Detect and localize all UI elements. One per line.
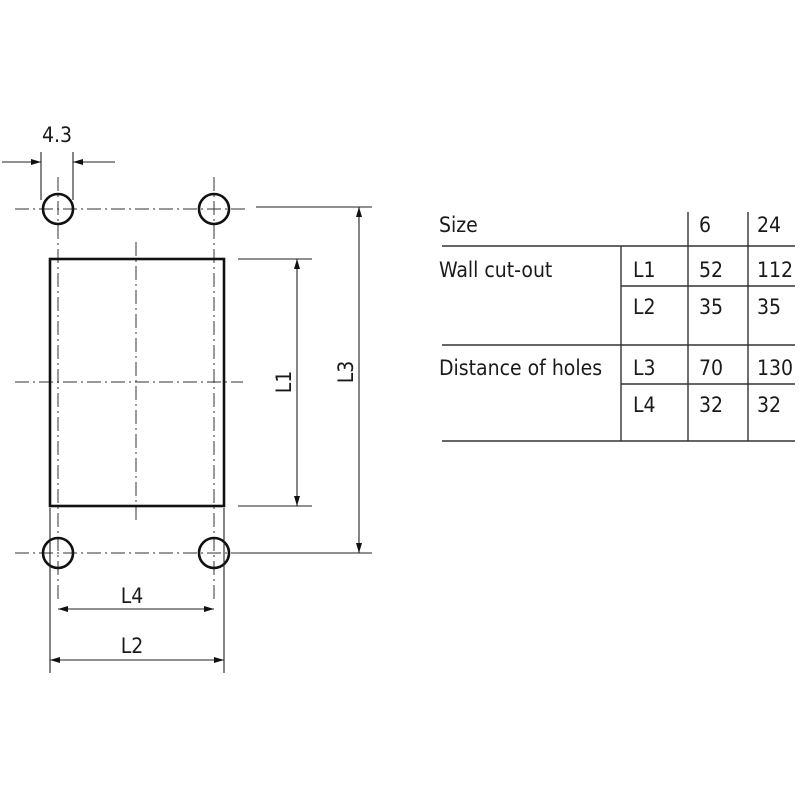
row-dim: L3: [633, 356, 656, 380]
row-value: 32: [699, 393, 723, 417]
hole-top-right: [197, 192, 231, 226]
group-label-distance-of-holes: Distance of holes: [439, 356, 602, 380]
l1-label: L1: [272, 371, 296, 394]
row-dim: L1: [633, 258, 656, 282]
l1-dimension: L1: [238, 258, 312, 507]
l3-label: L3: [334, 361, 358, 384]
l2-dimension: L2: [49, 508, 225, 673]
group-label-wall-cutout: Wall cut-out: [439, 258, 552, 282]
hole-bottom-right: [197, 536, 231, 570]
hole-diameter-dimension: 4.3: [2, 123, 115, 200]
l4-dimension: L4: [58, 584, 214, 612]
row-value: 32: [757, 393, 781, 417]
row-value: 70: [699, 356, 723, 380]
mounting-holes: [41, 192, 231, 570]
table-header-size-24: 24: [757, 213, 781, 237]
row-value: 52: [699, 258, 723, 282]
hole-top-left: [41, 192, 75, 226]
hole-diameter-label: 4.3: [42, 123, 72, 147]
centerlines: [15, 177, 245, 600]
wall-cutout: [48, 257, 226, 508]
row-value: 112: [757, 258, 793, 282]
row-dim: L2: [633, 295, 656, 319]
l2-label: L2: [121, 634, 144, 658]
table-header-size: Size: [439, 213, 478, 237]
row-dim: L4: [633, 393, 656, 417]
row-value: 35: [699, 295, 723, 319]
l3-dimension: L3: [240, 206, 372, 554]
dimension-table: Size 6 24 Wall cut-out L1 52 112 L2 35 3…: [439, 212, 795, 442]
row-value: 35: [757, 295, 781, 319]
l4-label: L4: [121, 584, 144, 608]
table-header-size-6: 6: [699, 213, 711, 237]
hole-bottom-left: [41, 536, 75, 570]
row-value: 130: [757, 356, 793, 380]
